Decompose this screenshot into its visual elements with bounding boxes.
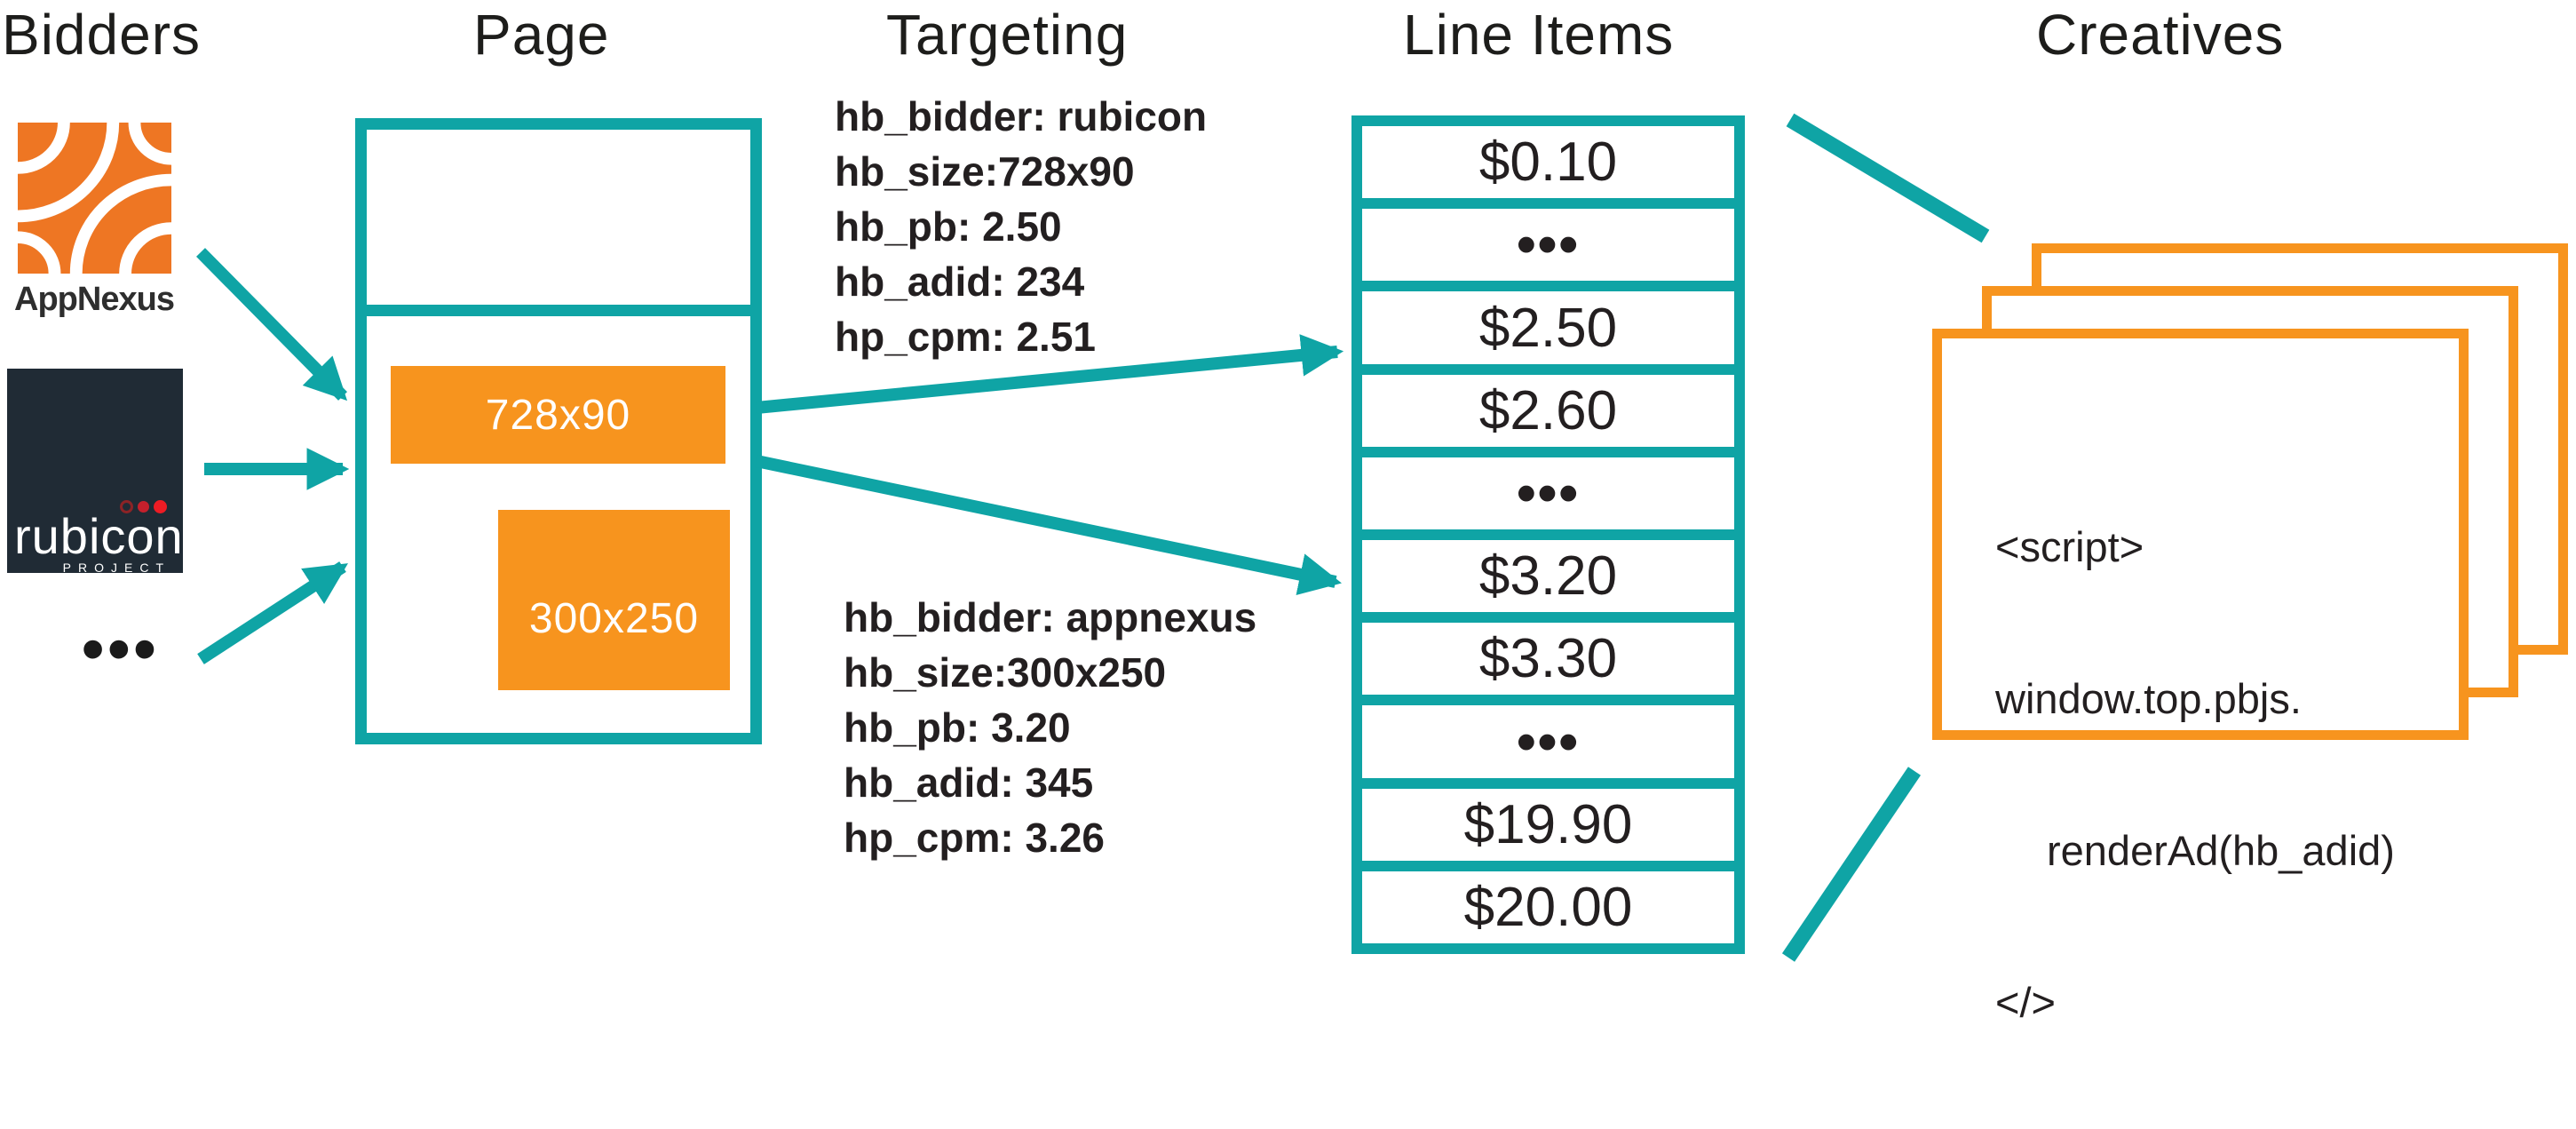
- script-line: </>: [1995, 979, 2056, 1026]
- targeting-line: hp_cpm: 2.51: [835, 314, 1096, 360]
- line-lineitems-to-creatives-bottom: [1781, 767, 1922, 962]
- targeting-line: hb_bidder: rubicon: [835, 93, 1208, 139]
- targeting-line: hb_pb: 3.20: [844, 704, 1071, 751]
- targeting-line: hb_adid: 234: [835, 258, 1085, 305]
- heading-targeting: Targeting: [886, 3, 1129, 67]
- creative-script-snippet: <script> window.top.pbjs. renderAd(hb_ad…: [1995, 420, 2395, 1129]
- line-item-row: $20.00: [1362, 871, 1734, 944]
- header-bidding-diagram: { "palette": { "teal": "#0FA4A5", "orang…: [2, 3, 2568, 1026]
- heading-bidders: Bidders: [2, 3, 201, 67]
- heading-line-items: Line Items: [1403, 3, 1675, 67]
- page-box: 728x90 300x250: [355, 118, 762, 744]
- script-line: window.top.pbjs.: [1995, 675, 2302, 722]
- script-line: renderAd(hb_adid): [2047, 827, 2395, 874]
- targeting-line: hb_size:728x90: [835, 148, 1135, 195]
- line-item-row-ellipsis: •••: [1362, 457, 1734, 530]
- targeting-block-appnexus: hb_bidder: appnexus hb_size:300x250 hb_p…: [844, 590, 1256, 865]
- registered-mark: ®: [183, 535, 195, 550]
- more-bidders-ellipsis: •••: [82, 614, 160, 685]
- targeting-block-rubicon: hb_bidder: rubicon hb_size:728x90 hb_pb:…: [835, 89, 1207, 364]
- line-item-row: $3.30: [1362, 623, 1734, 696]
- line-item-row-ellipsis: •••: [1362, 209, 1734, 282]
- creative-card-front: <script> window.top.pbjs. renderAd(hb_ad…: [1932, 329, 2469, 1026]
- page-header-divider: [367, 305, 750, 316]
- line-item-row: $2.60: [1362, 374, 1734, 447]
- targeting-line: hb_size:300x250: [844, 649, 1167, 696]
- line-item-row: $19.90: [1362, 788, 1734, 861]
- ad-slot-300x250: 300x250: [498, 510, 730, 690]
- script-line: <script>: [1995, 523, 2144, 570]
- line-items-table: $0.10 ••• $2.50 $2.60 ••• $3.20 $3.30 ••…: [1351, 115, 1745, 954]
- rubicon-project-label: PROJECT: [62, 561, 170, 575]
- ad-slot-300x250-label: 300x250: [528, 595, 700, 642]
- line-lineitems-to-creatives-top: [1786, 113, 1990, 243]
- targeting-line: hb_adid: 345: [844, 759, 1094, 806]
- line-item-row: $0.10: [1362, 126, 1734, 199]
- heading-creatives: Creatives: [2036, 3, 2285, 67]
- heading-page: Page: [473, 3, 610, 67]
- line-item-row: $2.50: [1362, 291, 1734, 364]
- rubicon-wordmark: rubicon®: [14, 508, 195, 564]
- rubicon-logo: rubicon® PROJECT: [7, 369, 194, 575]
- targeting-line: hb_pb: 2.50: [835, 203, 1062, 250]
- targeting-line: hp_cpm: 3.26: [844, 815, 1105, 861]
- ad-slot-728x90-label: 728x90: [485, 391, 631, 439]
- line-item-row: $3.20: [1362, 540, 1734, 613]
- arrow-other-bidders-to-page: [197, 561, 348, 664]
- ad-slot-728x90: 728x90: [391, 366, 725, 464]
- line-item-row-ellipsis: •••: [1362, 705, 1734, 778]
- arrow-appnexus-to-page: [196, 248, 348, 402]
- targeting-line: hb_bidder: appnexus: [844, 594, 1257, 640]
- arrow-page-to-line-item-320: [755, 455, 1342, 596]
- rubicon-dots-icon: [120, 500, 167, 513]
- appnexus-logo-icon: [18, 123, 171, 274]
- appnexus-label: AppNexus: [14, 281, 175, 318]
